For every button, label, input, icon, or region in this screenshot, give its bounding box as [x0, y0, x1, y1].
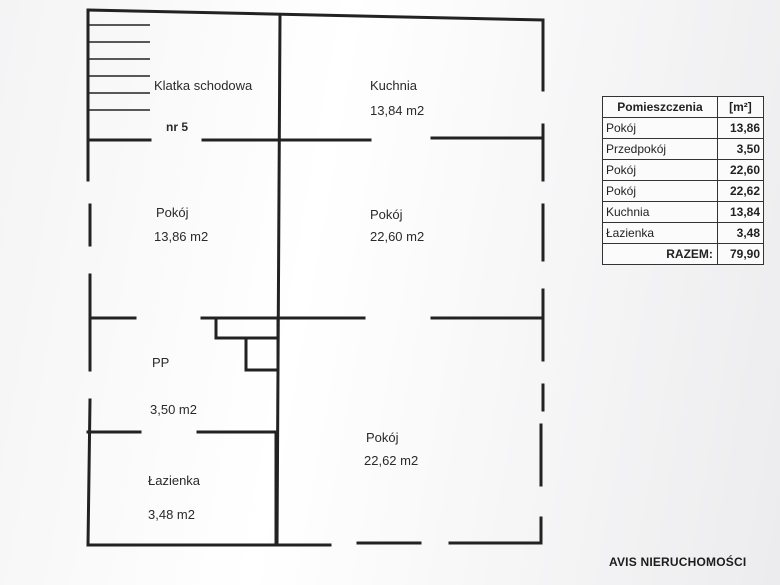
table-row: Pokój 22,60: [602, 159, 765, 181]
row-value: 3,50: [716, 138, 765, 160]
room3-name: Pokój: [366, 430, 399, 445]
row-name: Pokój: [602, 159, 718, 181]
hall-name: PP: [152, 355, 170, 370]
kitchen-area: 13,84 m2: [370, 103, 425, 118]
row-name: Pokój: [602, 180, 718, 202]
brand-name: AVIS NIERUCHOMOŚCI: [609, 555, 747, 569]
row-name: Pokój: [602, 117, 718, 139]
table-total-row: RAZEM: 79,90: [602, 243, 765, 265]
table-row: Przedpokój 3,50: [602, 138, 765, 160]
area-table: Pomieszczenia [m²] Pokój 13,86 Przedpokó…: [602, 96, 765, 265]
table-header-unit: [m²]: [716, 96, 765, 118]
staircase-steps: [88, 24, 150, 111]
table-row: Łazienka 3,48: [602, 222, 765, 244]
row-value: 13,86: [716, 117, 765, 139]
table-row: Pokój 22,62: [602, 180, 765, 202]
row-value: 3,48: [716, 222, 765, 244]
wall-top: [86, 8, 545, 22]
room2-area: 22,60 m2: [370, 229, 425, 244]
shaft-box: [214, 316, 280, 340]
table-header-rooms: Pomieszczenia: [602, 96, 718, 118]
row-value: 13,84: [716, 201, 765, 223]
room3-area: 22,62 m2: [364, 453, 419, 468]
hall-area: 3,50 m2: [150, 402, 197, 417]
total-label: RAZEM:: [602, 243, 718, 265]
shaft-box-2: [244, 336, 280, 372]
table-row: Pokój 13,86: [602, 117, 765, 139]
row-value: 22,62: [716, 180, 765, 202]
row-name: Łazienka: [602, 222, 718, 244]
floor-plan-drawing: [86, 8, 545, 547]
row-value: 22,60: [716, 159, 765, 181]
table-row: Kuchnia 13,84: [602, 201, 765, 223]
room2-name: Pokój: [370, 207, 403, 222]
wall-left-bottom: [86, 398, 92, 547]
room1-name: Pokój: [156, 205, 189, 220]
stair-name: Klatka schodowa: [154, 78, 253, 93]
total-value: 79,90: [716, 243, 765, 265]
room1-area: 13,86 m2: [154, 229, 209, 244]
kitchen-name: Kuchnia: [370, 78, 417, 93]
bath-area: 3,48 m2: [148, 507, 195, 522]
row-name: Kuchnia: [602, 201, 718, 223]
row-name: Przedpokój: [602, 138, 718, 160]
stair-number: nr 5: [166, 120, 189, 134]
table-header-row: Pomieszczenia [m²]: [602, 96, 765, 118]
bath-name: Łazienka: [148, 473, 201, 488]
